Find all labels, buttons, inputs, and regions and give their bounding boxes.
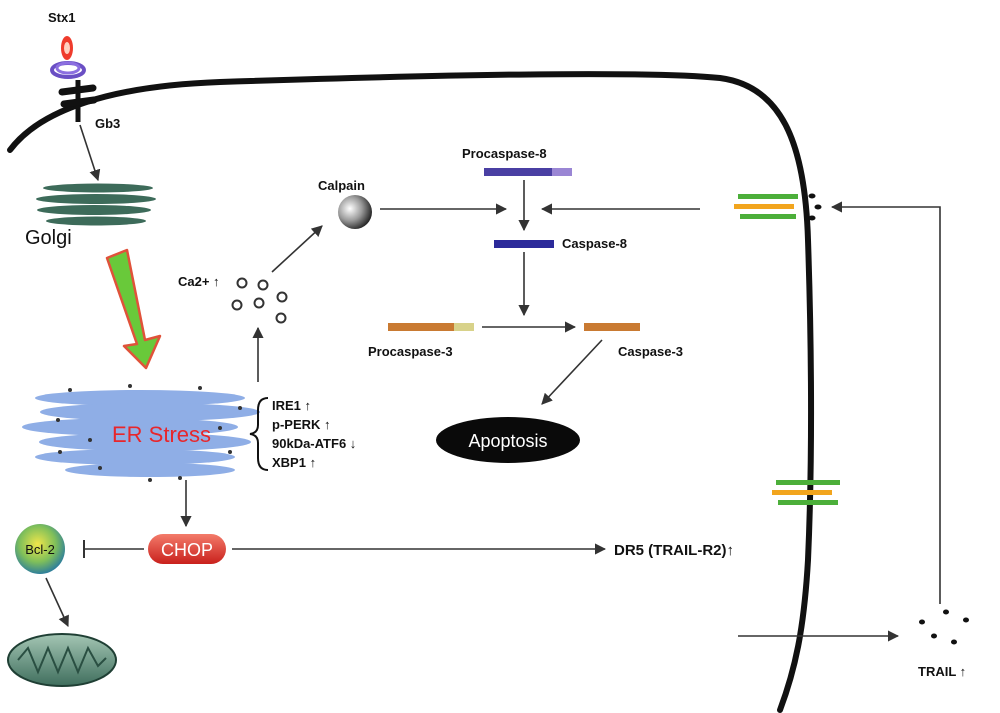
- ca2-ions-icon: [231, 277, 288, 324]
- er-marker-p-perk: p-PERK ↑: [272, 417, 331, 432]
- bcl2-label: Bcl-2: [25, 542, 55, 557]
- chop-node: [148, 534, 226, 564]
- dr5-label: DR5 (TRAIL-R2)↑: [614, 542, 734, 559]
- golgi-label: Golgi: [25, 227, 72, 249]
- endoplasmic-reticulum-icon: [22, 384, 260, 482]
- procaspase3-prodomain: [454, 323, 474, 331]
- caspase3-to-apoptosis-arrow: [541, 339, 603, 405]
- stx1-toxin-icon: [50, 36, 86, 79]
- er-marker-xbp1: XBP1 ↑: [272, 455, 316, 470]
- procaspase8-label: Procaspase-8: [462, 146, 547, 161]
- ca2-label: Ca2+ ↑: [178, 274, 220, 289]
- caspase3-bar: [584, 323, 640, 331]
- trail-receptor-upper-icon: [734, 193, 822, 221]
- ca2-to-calpain-arrow: [271, 225, 323, 273]
- calpain-label: Calpain: [318, 178, 365, 193]
- chop-label: CHOP: [161, 540, 213, 560]
- mitochondrion-icon: [7, 633, 117, 687]
- gb3-to-golgi-arrow: [79, 124, 101, 182]
- caspase8-label: Caspase-8: [562, 236, 627, 251]
- caspase8-bar: [494, 240, 554, 248]
- cell-membrane: [7, 71, 814, 713]
- procaspase8-prodomain: [552, 168, 572, 176]
- caspase3-label: Caspase-3: [618, 344, 683, 359]
- er-stress-label: ER Stress: [112, 422, 211, 447]
- bcl2-to-mitochondrion-arrow: [45, 577, 69, 628]
- bcl2-node: [15, 524, 65, 574]
- stx1-label: Stx1: [48, 10, 75, 25]
- apoptosis-label: Apoptosis: [468, 431, 547, 451]
- er-markers-brace: [249, 397, 269, 471]
- trail-label: TRAIL ↑: [918, 664, 966, 679]
- procaspase3-bar: [388, 323, 454, 331]
- er-marker-atf6: 90kDa-ATF6 ↓: [272, 436, 356, 451]
- golgi-to-er-big-arrow: [105, 248, 162, 370]
- procaspase8-bar: [484, 168, 552, 176]
- procaspase3-label: Procaspase-3: [368, 344, 453, 359]
- gb3-receptor-icon: [58, 80, 98, 122]
- trail-ligands-icon: [919, 609, 969, 645]
- er-marker-ire1: IRE1 ↑: [272, 398, 311, 413]
- trail-to-receptor-arrow: [830, 201, 941, 604]
- calpain-icon: [338, 195, 372, 229]
- dr5-receptor-lower-icon: [772, 480, 840, 505]
- gb3-label: Gb3: [95, 116, 120, 131]
- golgi-icon: [36, 183, 156, 226]
- apoptosis-node: [436, 417, 580, 463]
